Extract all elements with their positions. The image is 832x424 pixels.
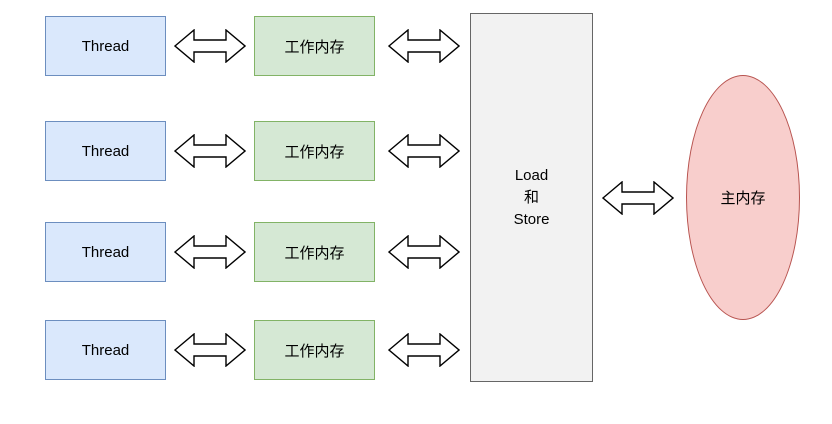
working-memory-label: 工作内存 bbox=[284, 244, 345, 262]
thread-label: Thread bbox=[81, 243, 130, 261]
bus-line: Store bbox=[513, 210, 550, 228]
thread-label: Thread bbox=[81, 37, 130, 55]
working-memory-label: 工作内存 bbox=[284, 143, 345, 161]
working-memory-box: 工作内存 bbox=[254, 121, 375, 181]
working-memory-label: 工作内存 bbox=[284, 38, 345, 56]
thread-label: Thread bbox=[81, 142, 130, 160]
double-arrow-icon bbox=[388, 29, 460, 63]
thread-box: Thread bbox=[45, 320, 166, 380]
double-arrow-icon bbox=[174, 333, 246, 367]
thread-box: Thread bbox=[45, 222, 166, 282]
working-memory-box: 工作内存 bbox=[254, 16, 375, 76]
bus-line: Load bbox=[514, 166, 549, 184]
double-arrow-icon bbox=[388, 235, 460, 269]
thread-box: Thread bbox=[45, 121, 166, 181]
thread-box: Thread bbox=[45, 16, 166, 76]
double-arrow-icon bbox=[174, 134, 246, 168]
thread-label: Thread bbox=[81, 341, 130, 359]
double-arrow-icon bbox=[388, 134, 460, 168]
working-memory-box: 工作内存 bbox=[254, 320, 375, 380]
main-memory-label: 主内存 bbox=[720, 190, 766, 207]
double-arrow-icon bbox=[388, 333, 460, 367]
bus-line: 和 bbox=[523, 188, 539, 206]
double-arrow-icon bbox=[174, 235, 246, 269]
double-arrow-icon bbox=[602, 181, 674, 215]
load-store-bus-box: Load 和 Store bbox=[470, 13, 593, 382]
working-memory-label: 工作内存 bbox=[284, 342, 345, 360]
main-memory-ellipse: 主内存 bbox=[686, 75, 800, 320]
working-memory-box: 工作内存 bbox=[254, 222, 375, 282]
double-arrow-icon bbox=[174, 29, 246, 63]
